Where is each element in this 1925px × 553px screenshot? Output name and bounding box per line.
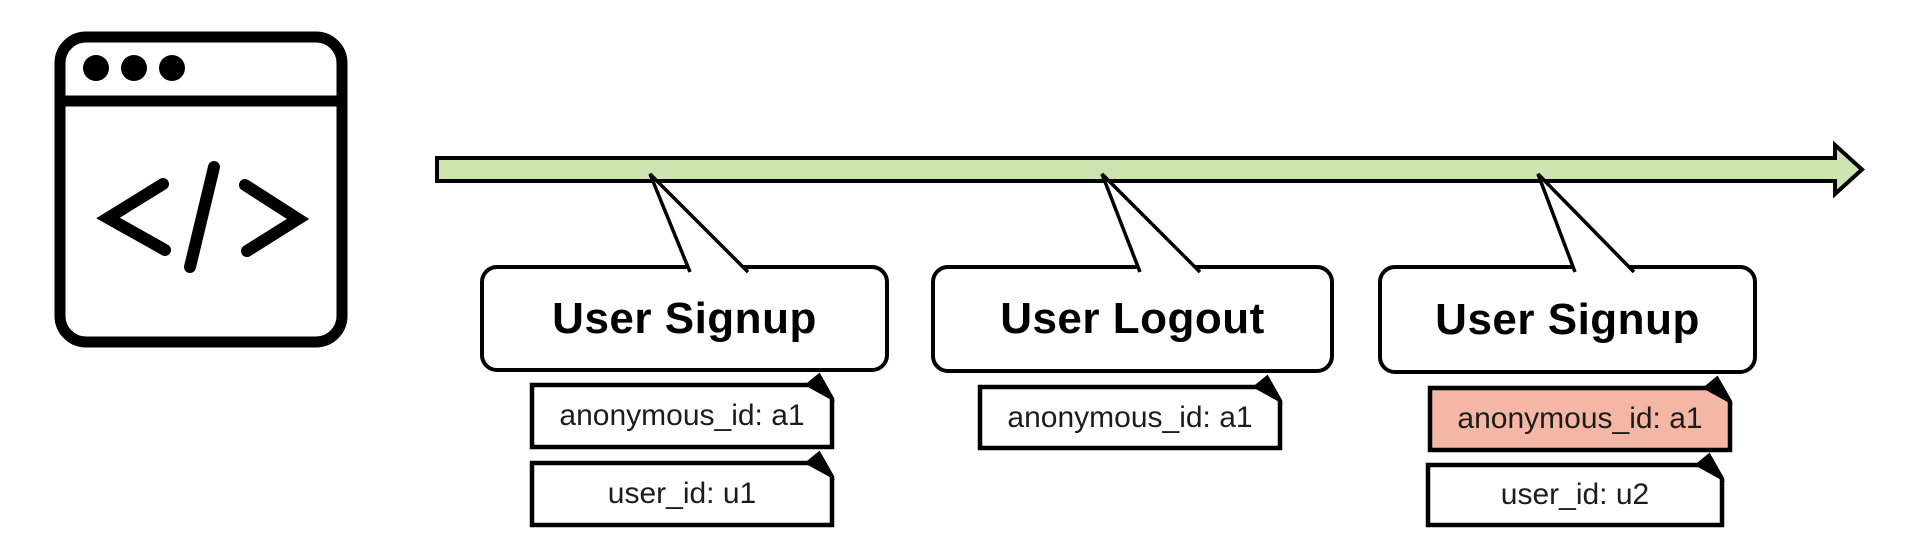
browser-code-icon [54,31,348,348]
browser-dot-icon [83,55,109,81]
note-anonymous-id-2 [977,374,1283,451]
browser-dot-icon [121,55,147,81]
note-label: user_id: u2 [1500,478,1650,511]
event-box [1378,265,1757,374]
event-title: User Logout [1000,294,1265,343]
event-box [480,265,889,372]
timeline-arrow [435,140,1865,199]
event-box [931,265,1334,373]
browser-dot-icon [159,55,185,81]
note-corner-fold-icon [1704,378,1733,405]
browser-window-frame [54,31,348,348]
note-corner-fold-icon [806,375,835,402]
note-corner-fold-icon [1254,377,1283,404]
code-glyph-icon [96,161,310,273]
note-label: anonymous_id: a1 [1007,400,1253,434]
event-bubble-user-signup-1 [480,172,889,372]
note-corner-fold-icon [806,453,835,480]
event-title: User Signup [552,293,817,343]
note-label: anonymous_id: a1 [1457,402,1703,435]
note-label: anonymous_id: a1 [559,399,805,432]
note-user-id-2 [1425,452,1725,528]
note-anonymous-id-1 [529,372,835,450]
note-label: user_id: u1 [607,477,757,510]
event-title: User Signup [1435,294,1700,344]
event-bubble-user-signup-2 [1378,172,1757,374]
event-bubble-user-logout [931,172,1334,373]
note-corner-fold-icon [1696,455,1725,482]
note-anonymous-id-3-highlighted [1427,375,1733,453]
note-user-id-1 [529,450,835,528]
